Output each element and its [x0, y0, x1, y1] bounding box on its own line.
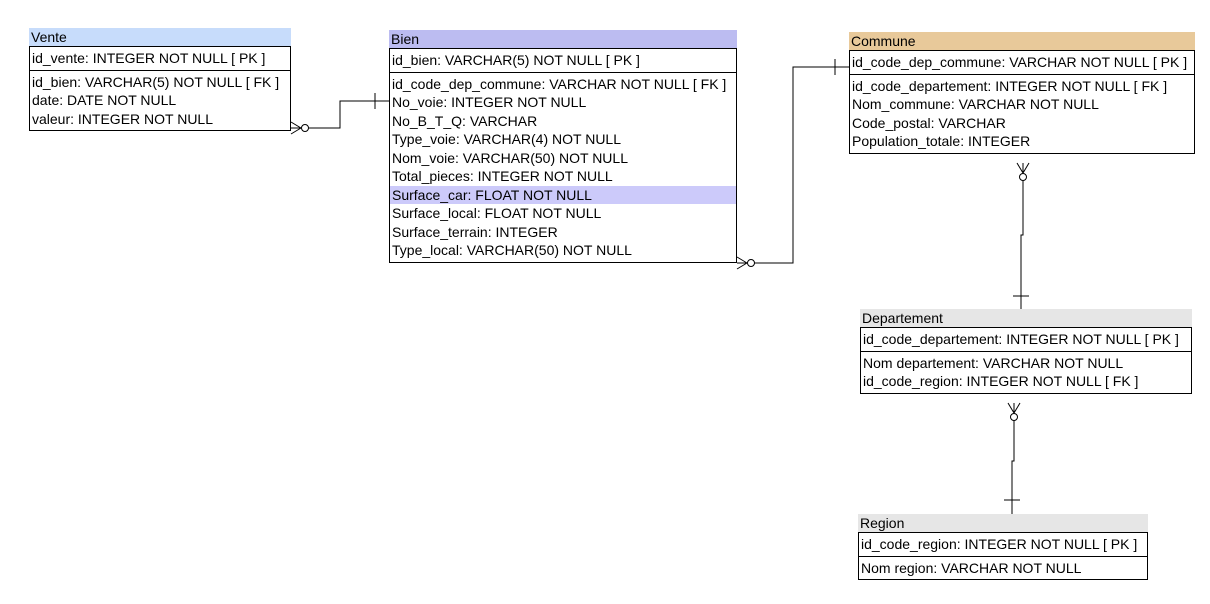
- pk-row: id_bien: VARCHAR(5) NOT NULL [ PK ]: [392, 52, 640, 68]
- pk-row: id_code_region: INTEGER NOT NULL [ PK ]: [861, 536, 1138, 552]
- attribute-row: id_bien: VARCHAR(5) NOT NULL [ FK ]: [32, 73, 280, 90]
- entity-vente[interactable]: Vente id_vente: INTEGER NOT NULL [ PK ] …: [29, 28, 291, 131]
- optional-circle-marker: [1019, 173, 1027, 181]
- entity-title: Bien: [389, 30, 737, 48]
- attribute-row: Total_pieces: INTEGER NOT NULL: [392, 168, 613, 184]
- attribute-row: Nom_commune: VARCHAR NOT NULL: [852, 96, 1099, 112]
- primary-key-section: id_code_departement: INTEGER NOT NULL [ …: [861, 328, 1191, 352]
- rel-vente-bien: [291, 100, 389, 129]
- entity-title: Region: [858, 514, 1148, 532]
- entity-region[interactable]: Region id_code_region: INTEGER NOT NULL …: [858, 514, 1148, 580]
- attribute-row: Surface_local: FLOAT NOT NULL: [392, 205, 602, 221]
- crow-foot-line: [1016, 162, 1024, 174]
- crow-foot-line: [1022, 162, 1030, 174]
- crow-foot-line: [290, 121, 302, 129]
- attribute-row: id_code_departement: INTEGER NOT NULL [ …: [852, 77, 1168, 94]
- entity-body: id_code_departement: INTEGER NOT NULL [ …: [860, 327, 1192, 394]
- entity-title: Commune: [849, 32, 1195, 50]
- attribute-row: Nom departement: VARCHAR NOT NULL: [863, 354, 1124, 371]
- crow-foot-line: [1013, 402, 1021, 414]
- attribute-row: Population_totale: INTEGER: [852, 133, 1031, 149]
- entity-body: id_bien: VARCHAR(5) NOT NULL [ PK ] id_c…: [389, 48, 737, 263]
- rel-commune-departement: [1020, 163, 1024, 309]
- entity-departement[interactable]: Departement id_code_departement: INTEGER…: [860, 309, 1192, 394]
- primary-key-section: id_bien: VARCHAR(5) NOT NULL [ PK ]: [390, 49, 736, 73]
- primary-key-section: id_code_region: INTEGER NOT NULL [ PK ]: [859, 533, 1147, 557]
- entity-body: id_code_region: INTEGER NOT NULL [ PK ] …: [858, 532, 1148, 580]
- rel-departement-region: [1011, 403, 1015, 514]
- crow-foot-line: [736, 256, 748, 264]
- attribute-row: date: DATE NOT NULL: [32, 92, 177, 108]
- attribute-row: Surface_car: FLOAT NOT NULL: [390, 185, 736, 204]
- optional-circle-marker: [301, 124, 309, 132]
- attributes-section: Nom departement: VARCHAR NOT NULL id_code…: [861, 352, 1191, 393]
- attribute-row: valeur: INTEGER NOT NULL: [32, 110, 214, 127]
- entity-commune[interactable]: Commune id_code_dep_commune: VARCHAR NOT…: [849, 32, 1195, 154]
- attributes-section: id_bien: VARCHAR(5) NOT NULL [ FK ] date:…: [30, 71, 290, 131]
- attribute-row: Nom region: VARCHAR NOT NULL: [861, 559, 1082, 576]
- attribute-row: Type_voie: VARCHAR(4) NOT NULL: [392, 131, 621, 147]
- entity-body: id_vente: INTEGER NOT NULL [ PK ] id_bie…: [29, 46, 291, 131]
- optional-circle-marker: [1010, 413, 1018, 421]
- primary-key-section: id_vente: INTEGER NOT NULL [ PK ]: [30, 47, 290, 71]
- entity-title: Vente: [29, 28, 291, 46]
- attribute-row: No_voie: INTEGER NOT NULL: [392, 94, 587, 110]
- rel-bien-commune: [737, 66, 850, 264]
- pk-row: id_code_dep_commune: VARCHAR NOT NULL [ …: [852, 54, 1188, 70]
- optional-circle-marker: [747, 259, 755, 267]
- entity-title: Departement: [860, 309, 1192, 327]
- attribute-row: id_code_dep_commune: VARCHAR NOT NULL [ …: [392, 75, 727, 92]
- entity-body: id_code_dep_commune: VARCHAR NOT NULL [ …: [849, 50, 1195, 154]
- crow-foot-line: [290, 127, 302, 135]
- attribute-row: id_code_region: INTEGER NOT NULL [ FK ]: [863, 373, 1139, 389]
- attribute-row: Code_postal: VARCHAR: [852, 114, 1006, 131]
- crow-foot-line: [1007, 402, 1015, 414]
- attributes-section: Nom region: VARCHAR NOT NULL: [859, 557, 1147, 580]
- attribute-row: Surface_terrain: INTEGER: [392, 223, 558, 240]
- pk-row: id_vente: INTEGER NOT NULL [ PK ]: [32, 50, 266, 66]
- attributes-section: id_code_departement: INTEGER NOT NULL [ …: [850, 75, 1194, 153]
- attribute-row: Nom_voie: VARCHAR(50) NOT NULL: [392, 149, 628, 166]
- crow-foot-line: [736, 262, 748, 270]
- entity-bien[interactable]: Bien id_bien: VARCHAR(5) NOT NULL [ PK ]…: [389, 30, 737, 263]
- attribute-row: Type_local: VARCHAR(50) NOT NULL: [392, 242, 632, 258]
- pk-row: id_code_departement: INTEGER NOT NULL [ …: [863, 331, 1179, 347]
- attributes-section: id_code_dep_commune: VARCHAR NOT NULL [ …: [390, 73, 736, 262]
- primary-key-section: id_code_dep_commune: VARCHAR NOT NULL [ …: [850, 51, 1194, 75]
- attribute-row: No_B_T_Q: VARCHAR: [392, 112, 538, 129]
